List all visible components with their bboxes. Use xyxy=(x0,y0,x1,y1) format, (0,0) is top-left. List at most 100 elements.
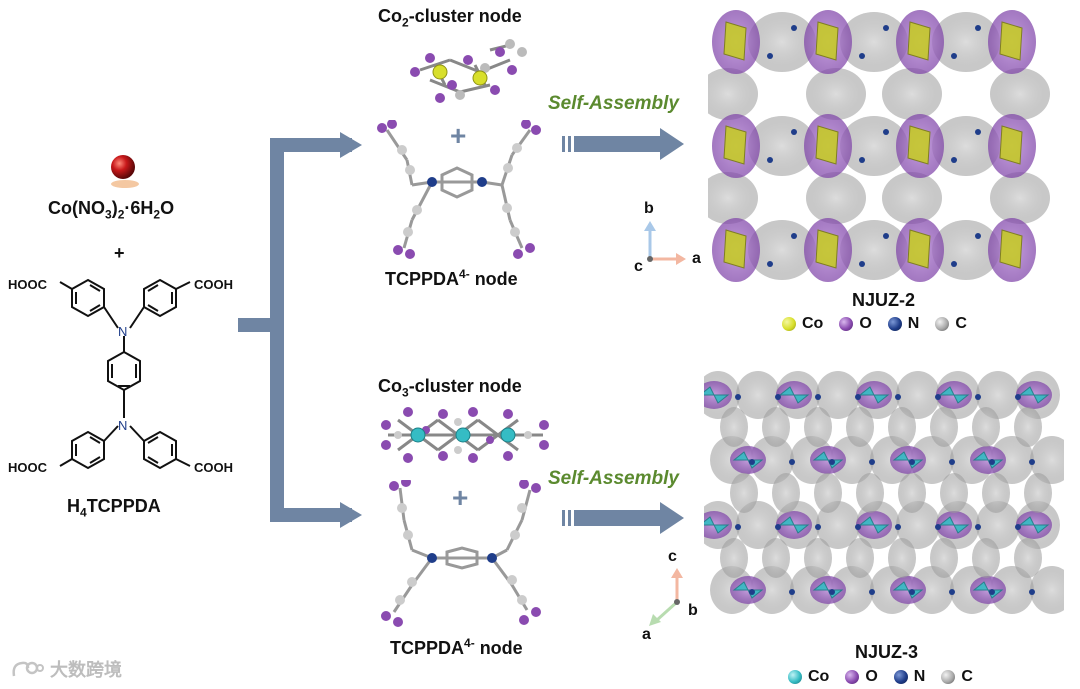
top-self-assembly-label: Self-Assembly xyxy=(548,93,679,114)
bottom-axis-c-label: c xyxy=(668,548,677,565)
linker-blob xyxy=(932,220,1000,280)
legend-item-o: O xyxy=(839,315,872,333)
linker-blob xyxy=(730,473,758,513)
linker-blob xyxy=(1030,566,1064,614)
linker-blob xyxy=(972,538,1000,578)
linker-blob xyxy=(932,116,1000,176)
linker-blob xyxy=(830,436,874,484)
bottom-legend: Co O N C xyxy=(788,668,983,686)
co2-cluster-model xyxy=(410,39,527,103)
bottom-cluster-label: Co3-cluster node xyxy=(378,376,522,400)
nitrogen-label-top: N xyxy=(118,324,127,339)
linker-blob xyxy=(806,172,866,224)
linker-blob xyxy=(976,371,1020,419)
ligand-group-bottom-right: COOH xyxy=(194,460,233,475)
o-ball-icon xyxy=(839,317,854,331)
ligand-group-top-left: HOOC xyxy=(8,277,47,292)
linker-blob xyxy=(840,12,908,72)
linker-blob xyxy=(1014,407,1042,447)
legend-item-c: C xyxy=(935,315,967,333)
linker-blob xyxy=(804,538,832,578)
linker-blob xyxy=(762,407,790,447)
linker-blob xyxy=(1024,473,1052,513)
njuz2-framework-model xyxy=(708,10,1050,282)
linker-blob xyxy=(888,538,916,578)
co-polyhedron xyxy=(704,386,730,404)
top-ligand-node-model xyxy=(377,120,541,259)
legend-item-c: C xyxy=(941,668,973,686)
linker-blob xyxy=(990,68,1050,120)
co-ball-icon xyxy=(788,670,802,684)
linker-blob xyxy=(898,473,926,513)
linker-blob xyxy=(896,501,940,549)
linker-blob xyxy=(1014,538,1042,578)
njuz2-label: NJUZ-2 xyxy=(852,290,916,310)
bottom-axes-icon xyxy=(649,568,683,626)
bottom-axis-a-label: a xyxy=(642,626,651,643)
linker-blob xyxy=(896,371,940,419)
watermark: 大数跨境 xyxy=(10,656,122,682)
linker-blob xyxy=(972,407,1000,447)
co-polyhedron xyxy=(858,386,890,404)
watermark-logo-icon xyxy=(12,661,44,677)
ligand-structure-diagram: N N xyxy=(59,278,191,470)
co-polyhedron xyxy=(999,21,1023,61)
linker-blob xyxy=(932,12,1000,72)
top-plus-sign: + xyxy=(450,120,467,151)
linker-blob xyxy=(708,68,758,120)
linker-blob xyxy=(846,538,874,578)
linker-blob xyxy=(910,566,954,614)
co-polyhedron xyxy=(1018,386,1050,404)
co-polyhedron xyxy=(704,516,730,534)
legend-item-n: N xyxy=(893,668,925,686)
co-polyhedron xyxy=(999,229,1023,269)
bottom-plus-sign: + xyxy=(452,482,469,513)
plus-sign: + xyxy=(114,243,125,263)
linker-blob xyxy=(990,436,1034,484)
linker-blob xyxy=(846,407,874,447)
co-polyhedron xyxy=(1018,516,1050,534)
ligand-name: H4TCPPDA xyxy=(67,496,161,520)
co-polyhedron xyxy=(907,229,931,269)
top-self-assembly-arrow xyxy=(562,128,684,160)
linker-blob xyxy=(720,538,748,578)
linker-blob xyxy=(930,538,958,578)
top-axis-b-label: b xyxy=(644,200,654,217)
linker-blob xyxy=(940,473,968,513)
bottom-ligand-node-label: TCPPDA4- node xyxy=(390,636,523,658)
njuz3-label: NJUZ-3 xyxy=(855,642,919,662)
linker-blob xyxy=(910,436,954,484)
legend-item-o: O xyxy=(845,668,878,686)
bottom-self-assembly-arrow xyxy=(562,502,684,534)
bottom-ligand-node-model xyxy=(381,480,541,627)
top-cluster-label: Co2-cluster node xyxy=(378,6,522,30)
co-polyhedron xyxy=(938,516,970,534)
co-polyhedron xyxy=(907,125,931,165)
linker-blob xyxy=(804,407,832,447)
c-ball-icon xyxy=(935,317,950,331)
bottom-axis-b-label: b xyxy=(688,602,698,619)
top-ligand-node-label: TCPPDA4- node xyxy=(385,267,518,289)
co-polyhedron xyxy=(999,125,1023,165)
linker-blob xyxy=(888,407,916,447)
linker-blob xyxy=(750,566,794,614)
top-legend: Co O N C xyxy=(782,315,977,333)
linker-blob xyxy=(772,473,800,513)
linker-blob xyxy=(840,116,908,176)
linker-blob xyxy=(840,220,908,280)
co3-cluster-model xyxy=(381,407,549,463)
co-polyhedron xyxy=(938,386,970,404)
linker-blob xyxy=(990,172,1050,224)
linker-blob xyxy=(762,538,790,578)
n-ball-icon xyxy=(893,670,908,684)
legend-item-n: N xyxy=(887,315,919,333)
co-polyhedron xyxy=(815,125,839,165)
co-polyhedron xyxy=(778,516,810,534)
linker-blob xyxy=(814,473,842,513)
co-polyhedron xyxy=(723,229,747,269)
linker-blob xyxy=(882,172,942,224)
linker-blob xyxy=(748,12,816,72)
linker-blob xyxy=(720,407,748,447)
linker-blob xyxy=(990,566,1034,614)
